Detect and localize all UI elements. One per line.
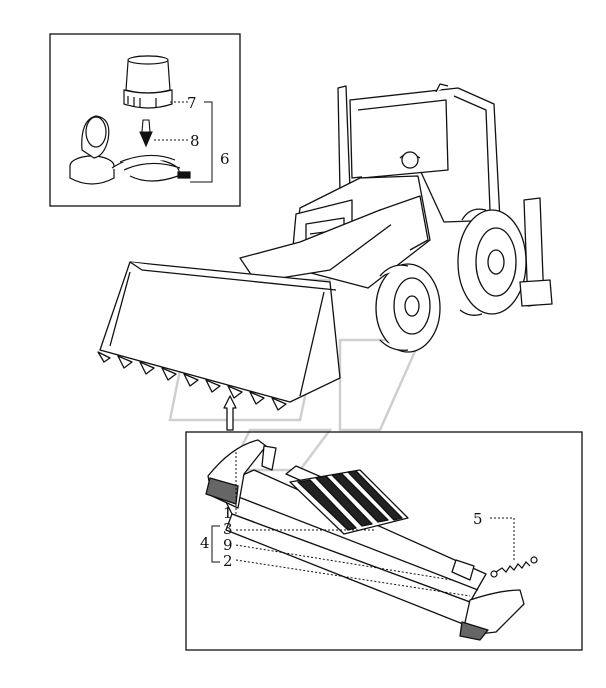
beacon-inset-frame [49,33,241,207]
spring-icon [490,556,538,578]
detail-pointer-arrow [223,395,237,431]
bracket-6 [190,101,213,183]
magnetic-base-icon [69,115,191,185]
callout-9: 9 [223,536,233,554]
callout-2: 2 [223,552,233,570]
callout-6: 6 [220,150,230,168]
bucket-teeth [97,351,287,411]
tooth-guard-inset-frame [185,431,583,651]
beacon-leader-lines [154,101,188,141]
bracket-4 [211,525,220,563]
guard-leader-lines [235,452,515,597]
backhoe-loader-illustration [97,83,553,431]
callout-4: 4 [200,534,210,552]
callout-5: 5 [473,510,483,528]
callout-1: 1 [223,504,233,522]
tooth-guard-inset [185,431,583,651]
bulb-icon [139,119,153,148]
beacon-inset [49,33,241,207]
callout-3: 3 [223,520,233,538]
tooth-guard-illustration [205,439,525,641]
callout-7: 7 [187,94,197,112]
beacon-lamp-icon [123,55,173,109]
callout-8: 8 [190,132,200,150]
warning-stripes-panel [289,469,409,535]
